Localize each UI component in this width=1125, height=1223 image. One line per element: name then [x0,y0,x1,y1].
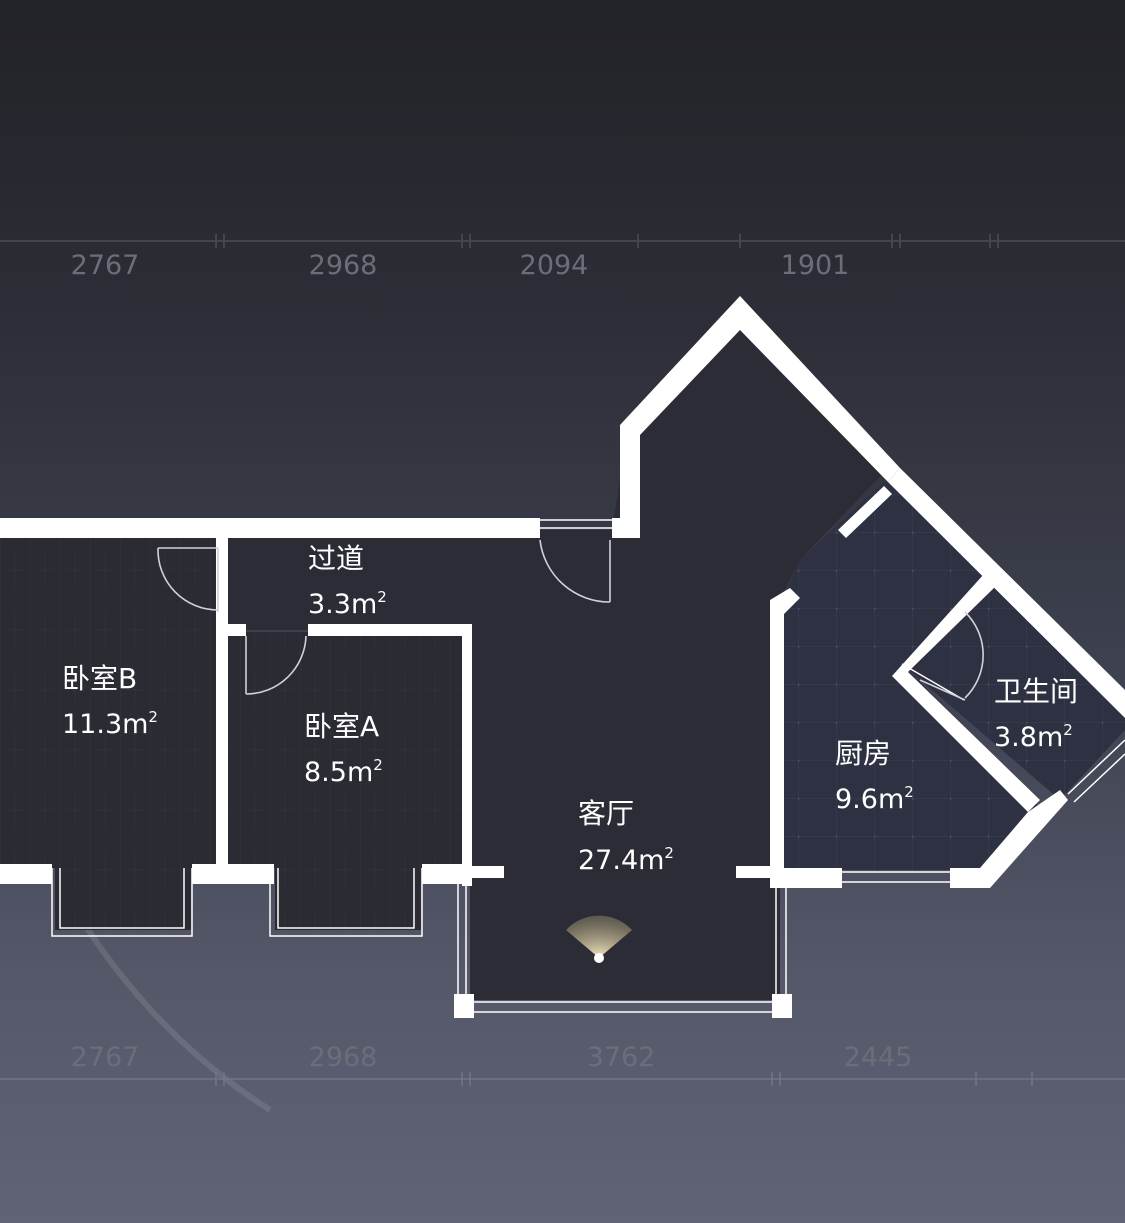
room-area: 27.4m2 [578,844,674,876]
bathroom-floor [902,578,1125,800]
windows [51,519,1125,1013]
bottom-dimension-4: 2445 [844,1042,913,1073]
bottom-dimension-1: 2767 [71,1042,140,1073]
top-dimension-1: 2767 [71,250,140,281]
decorative-arc [82,923,272,1113]
room-label-kitchen[interactable]: 厨房 9.6m2 [835,737,914,815]
room-name: 卧室A [304,710,379,743]
room-name: 过道 [308,542,364,575]
room-label-bedroom-a[interactable]: 卧室A 8.5m2 [304,710,383,788]
room-area: 3.8m2 [994,721,1073,753]
room-label-hallway[interactable]: 过道 3.3m2 [308,542,387,620]
walls [0,296,1125,1018]
room-name: 卫生间 [994,675,1078,708]
camera-viewpoint-icon[interactable] [566,915,632,963]
top-dimension-3: 2094 [520,250,589,281]
room-label-living-room[interactable]: 客厅 27.4m2 [578,797,674,876]
bottom-dimension-2: 2968 [309,1042,378,1073]
doors [157,539,984,701]
room-name: 客厅 [578,797,634,830]
room-area: 9.6m2 [835,783,914,815]
bedroom-b-floor [0,538,218,868]
top-dimension-2: 2968 [309,250,378,281]
bottom-dimension-line [0,1072,1125,1086]
living-room-floor [226,318,888,1000]
bottom-dimension-3: 3762 [587,1042,656,1073]
bedroom-a-bay-floor [275,868,421,930]
room-name: 卧室B [62,662,137,695]
kitchen-floor [782,478,1040,870]
top-dimension-line [0,234,1125,248]
room-name: 厨房 [835,737,891,770]
room-label-bedroom-b[interactable]: 卧室B 11.3m2 [62,662,158,740]
room-area: 3.3m2 [308,588,387,620]
room-area: 8.5m2 [304,756,383,788]
bedroom-b-bay-floor [55,868,191,930]
bedroom-a-floor [228,632,464,868]
room-area: 11.3m2 [62,708,158,740]
room-label-bathroom[interactable]: 卫生间 3.8m2 [994,675,1078,753]
top-dimension-4: 1901 [781,250,850,281]
